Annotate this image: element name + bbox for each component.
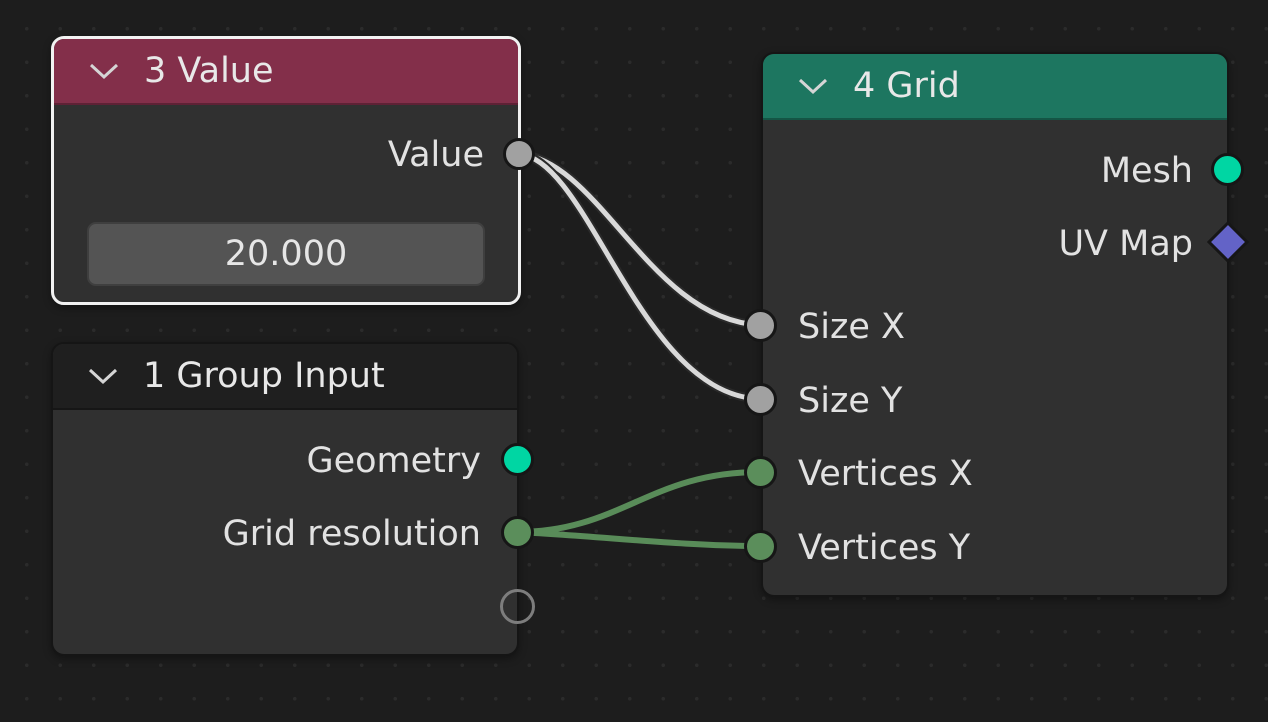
vertices-x-input-socket[interactable] [744, 456, 777, 489]
link-grid-resolution-to-vertices-x[interactable] [516, 469, 761, 535]
size-y-input-label: Size Y [798, 381, 903, 421]
value-node-title: 3 Value [144, 51, 274, 91]
size-x-input-socket[interactable] [744, 309, 777, 342]
link-value-to-size-y[interactable] [518, 149, 761, 404]
vertices-y-input-label: Vertices Y [798, 528, 971, 568]
value-node[interactable]: 3 Value Value 20.000 [51, 36, 521, 305]
grid-resolution-output-socket[interactable] [501, 516, 534, 549]
chevron-down-icon[interactable] [797, 76, 829, 96]
vertices-y-input-socket[interactable] [744, 530, 777, 563]
grid-node-header[interactable]: 4 Grid [763, 54, 1227, 120]
vertices-x-input-label: Vertices X [798, 454, 973, 494]
size-x-input-label: Size X [798, 307, 905, 347]
value-node-header[interactable]: 3 Value [54, 39, 518, 105]
grid-node-title: 4 Grid [853, 66, 960, 106]
uv-map-output-label: UV Map [1058, 224, 1193, 264]
size-y-input-socket[interactable] [744, 383, 777, 416]
virtual-output-socket[interactable] [500, 589, 535, 624]
value-field[interactable]: 20.000 [87, 222, 485, 286]
value-output-socket[interactable] [503, 138, 535, 170]
grid-resolution-output-label: Grid resolution [222, 514, 481, 554]
mesh-output-label: Mesh [1100, 151, 1193, 191]
grid-node[interactable]: 4 Grid Mesh UV Map Size X Size Y Vertice… [761, 52, 1229, 597]
group-input-node[interactable]: 1 Group Input Geometry Grid resolution [51, 342, 519, 656]
chevron-down-icon[interactable] [88, 61, 120, 81]
group-input-node-title: 1 Group Input [143, 356, 385, 396]
mesh-output-socket[interactable] [1211, 153, 1244, 186]
uv-map-output-socket[interactable] [1207, 221, 1249, 263]
link-value-to-size-x[interactable] [518, 149, 761, 330]
chevron-down-icon[interactable] [87, 366, 119, 386]
link-grid-resolution-to-vertices-y[interactable] [516, 529, 761, 549]
group-input-node-header[interactable]: 1 Group Input [53, 344, 517, 410]
geometry-output-socket[interactable] [501, 443, 534, 476]
geometry-output-label: Geometry [306, 441, 481, 481]
value-output-label: Value [387, 135, 484, 175]
